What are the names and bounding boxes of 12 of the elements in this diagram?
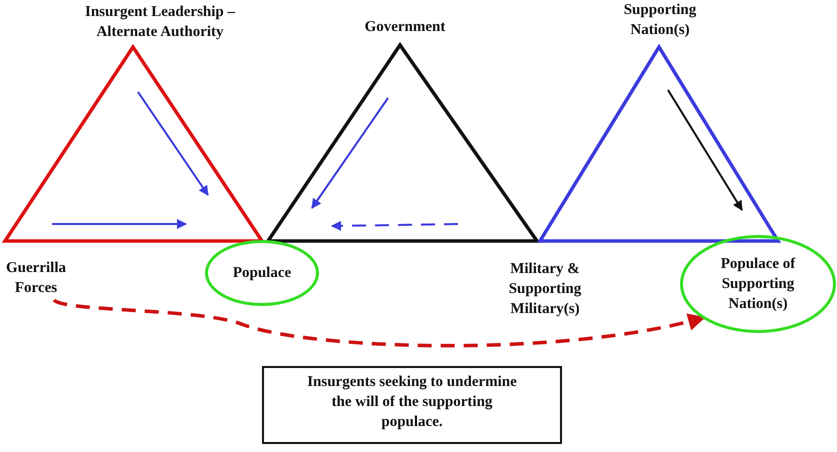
triangle-outline — [536, 44, 782, 243]
triangle-outline — [264, 42, 540, 243]
note-box: Insurgents seeking to undermine the will of the supporting populace. — [262, 366, 562, 444]
arrow — [53, 298, 706, 348]
circled-label: Populace of Supporting Nation(s) — [680, 235, 836, 333]
vertex-label: Military & Supporting Military(s) — [485, 259, 605, 321]
circled-label: Populace — [205, 240, 319, 306]
vertex-label: Supporting Nation(s) — [600, 0, 720, 42]
vertex-label: Guerrilla Forces — [0, 258, 72, 300]
triangle-outline — [2, 44, 266, 243]
vertex-label: Insurgent Leadership – Alternate Authority — [60, 2, 260, 44]
vertex-label: Government — [340, 17, 470, 39]
